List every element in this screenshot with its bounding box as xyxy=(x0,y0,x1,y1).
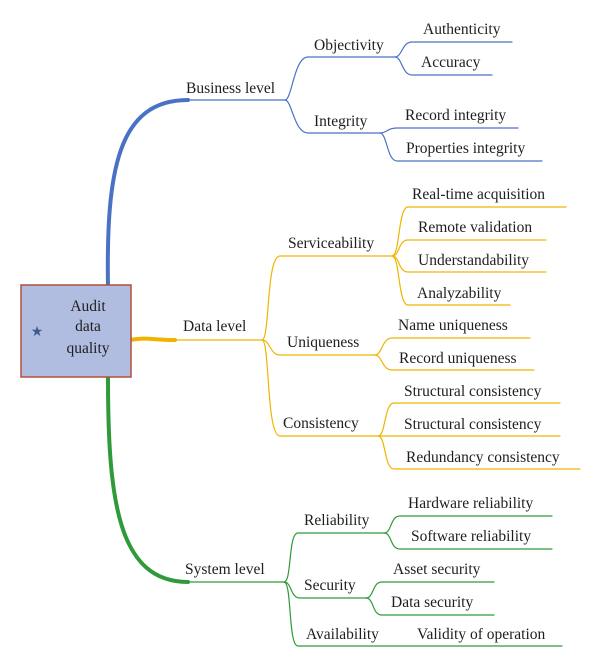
node-authenticity: Authenticity xyxy=(423,21,501,38)
connector-integrity xyxy=(284,99,381,134)
node-uniqueness: Uniqueness xyxy=(287,334,359,351)
connector-structural-consistency-1 xyxy=(377,402,561,437)
connector-analyzability xyxy=(391,255,511,306)
node-business-level: Business level xyxy=(186,80,275,97)
node-consistency: Consistency xyxy=(283,415,359,432)
connector-authenticity xyxy=(394,41,513,58)
connector-security xyxy=(283,581,367,599)
node-real-time-acquisition: Real-time acquisition xyxy=(412,186,545,203)
connector-remote-validation xyxy=(391,239,547,257)
node-structural-consistency-1: Structural consistency xyxy=(404,383,542,400)
connector-redundancy-consistency xyxy=(377,435,581,470)
connector-data-level xyxy=(128,336,177,342)
node-properties-integrity: Properties integrity xyxy=(406,140,525,157)
connector-real-time-acquisition xyxy=(391,206,567,257)
node-data-security: Data security xyxy=(391,594,473,611)
connector-business-level xyxy=(105,98,190,290)
connector-objectivity xyxy=(284,56,396,101)
connector-serviceability xyxy=(261,255,393,341)
connector-consistency xyxy=(261,339,379,437)
node-redundancy-consistency: Redundancy consistency xyxy=(406,449,560,466)
node-remote-validation: Remote validation xyxy=(418,219,532,236)
node-understandability: Understandability xyxy=(418,252,529,269)
root-label-line-3: quality xyxy=(66,340,109,357)
connector-system-level xyxy=(106,376,190,584)
connector-accuracy xyxy=(394,56,493,76)
connector-record-integrity xyxy=(379,127,519,134)
node-asset-security: Asset security xyxy=(393,561,481,578)
connector-hardware-reliability xyxy=(383,515,553,534)
node-software-reliability: Software reliability xyxy=(411,528,531,545)
node-structural-consistency-2: Structural consistency xyxy=(404,416,542,433)
node-system-level: System level xyxy=(185,561,265,578)
node-security: Security xyxy=(304,577,356,594)
connector-properties-integrity xyxy=(379,132,543,162)
node-name-uniqueness: Name uniqueness xyxy=(398,317,508,334)
node-serviceability: Serviceability xyxy=(288,235,374,252)
node-validity-of-operation: Validity of operation xyxy=(417,626,546,643)
connector-name-uniqueness xyxy=(374,337,531,356)
node-data-level: Data level xyxy=(183,318,246,335)
connector-record-uniqueness xyxy=(374,354,535,371)
connector-reliability xyxy=(283,532,385,583)
connector-software-reliability xyxy=(383,532,553,550)
star-icon: ★ xyxy=(31,324,44,340)
root-node xyxy=(20,284,132,378)
connector-asset-security xyxy=(365,581,495,599)
node-availability: Availability xyxy=(306,626,379,643)
node-analyzability: Analyzability xyxy=(417,285,502,302)
node-reliability: Reliability xyxy=(304,512,370,529)
connector-availability xyxy=(283,581,563,647)
node-record-uniqueness: Record uniqueness xyxy=(399,350,517,367)
root-label-line-1: Audit xyxy=(70,298,106,315)
node-accuracy: Accuracy xyxy=(421,54,481,71)
node-objectivity: Objectivity xyxy=(314,37,384,54)
node-record-integrity: Record integrity xyxy=(405,107,506,124)
node-integrity: Integrity xyxy=(314,113,368,130)
connector-uniqueness xyxy=(261,339,376,356)
connector-data-security xyxy=(365,597,495,616)
node-hardware-reliability: Hardware reliability xyxy=(408,495,533,512)
root-label-line-2: data xyxy=(75,318,101,335)
